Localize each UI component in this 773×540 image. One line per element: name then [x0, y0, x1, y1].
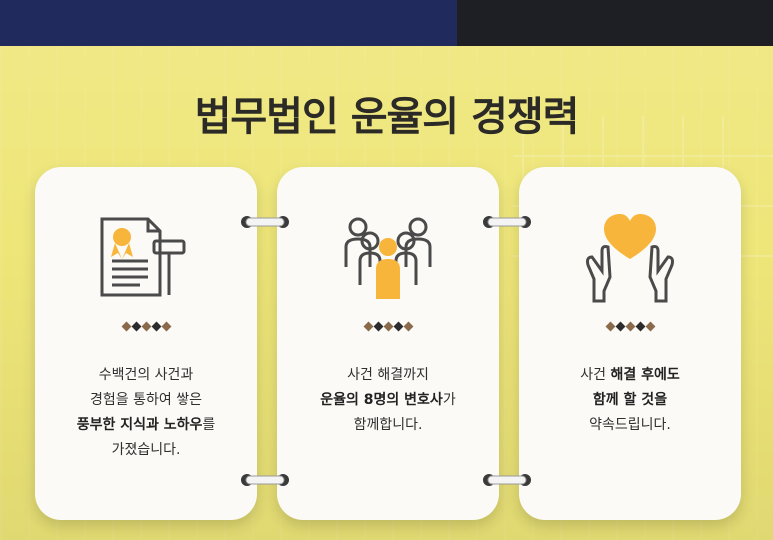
card-text-bold: 풍부한 지식과 노하우 [76, 417, 203, 433]
diamond-divider [519, 321, 741, 332]
diamond-dot [605, 321, 615, 332]
card-text-segment: 약속드립니다. [589, 417, 671, 433]
diamond-dot [131, 321, 141, 332]
card-text-segment: 함께합니다. [353, 417, 423, 433]
card-line: 풍부한 지식과 노하우를 [45, 413, 247, 438]
card-line: 사건 해결까지 [287, 363, 489, 388]
card-line: 수백건의 사건과 [45, 363, 247, 388]
card-line: 사건 해결 후에도 [529, 363, 731, 388]
top-bar-dark-section [457, 0, 773, 46]
diamond-dot [161, 321, 171, 332]
card-line: 운율의 8명의 변호사가 [287, 388, 489, 413]
card-text-segment: 가 [442, 392, 456, 408]
card-text-segment: 경험을 통하여 쌓은 [90, 392, 202, 408]
card-description: 수백건의 사건과 경험을 통하여 쌓은 풍부한 지식과 노하우를 가졌습니다. [45, 363, 247, 463]
document-gavel-icon [100, 217, 186, 297]
binder-ring [483, 216, 531, 228]
diamond-dot [635, 321, 645, 332]
page-title: 법무법인 운율의 경쟁력 [194, 94, 580, 140]
binder-ring [483, 474, 531, 486]
diamond-dot [625, 321, 635, 332]
diamond-dot [393, 321, 403, 332]
binder-ring [241, 216, 289, 228]
diamond-dot [615, 321, 625, 332]
feature-card-promise: 사건 해결 후에도 함께 할 것을 약속드립니다. [519, 167, 741, 520]
feature-card-lawyers: 사건 해결까지 운율의 8명의 변호사가 함께합니다. [277, 167, 499, 520]
card-text-segment: 가졌습니다. [111, 442, 181, 458]
card-line: 함께합니다. [287, 413, 489, 438]
feature-card-experience: 수백건의 사건과 경험을 통하여 쌓은 풍부한 지식과 노하우를 가졌습니다. [35, 167, 257, 520]
card-text-bold: 해결 후에도 [610, 367, 680, 383]
diamond-dot [645, 321, 655, 332]
binder-ring [241, 474, 289, 486]
card-line: 약속드립니다. [529, 413, 731, 438]
diamond-dot [373, 321, 383, 332]
diamond-dot [403, 321, 413, 332]
top-bar [0, 0, 773, 46]
card-description: 사건 해결까지 운율의 8명의 변호사가 함께합니다. [287, 363, 489, 438]
card-text-segment: 수백건의 사건과 [98, 367, 194, 383]
card-line: 경험을 통하여 쌓은 [45, 388, 247, 413]
heart-hands-icon [586, 214, 674, 303]
diamond-dot [141, 321, 151, 332]
card-text-segment: 를 [202, 417, 216, 433]
card-line: 가졌습니다. [45, 438, 247, 463]
card-description: 사건 해결 후에도 함께 할 것을 약속드립니다. [529, 363, 731, 438]
diamond-dot [151, 321, 161, 332]
diamond-dot [363, 321, 373, 332]
diamond-divider [277, 321, 499, 332]
diamond-divider [35, 321, 257, 332]
top-bar-navy-section [0, 0, 457, 46]
card-text-bold: 운율의 8명의 변호사 [320, 392, 443, 408]
card-line: 함께 할 것을 [529, 388, 731, 413]
diamond-dot [383, 321, 393, 332]
card-text-bold: 함께 할 것을 [592, 392, 668, 408]
card-text-segment: 사건 [580, 367, 611, 383]
card-text-segment: 사건 해결까지 [347, 367, 429, 383]
team-people-icon [344, 217, 432, 299]
diamond-dot [121, 321, 131, 332]
